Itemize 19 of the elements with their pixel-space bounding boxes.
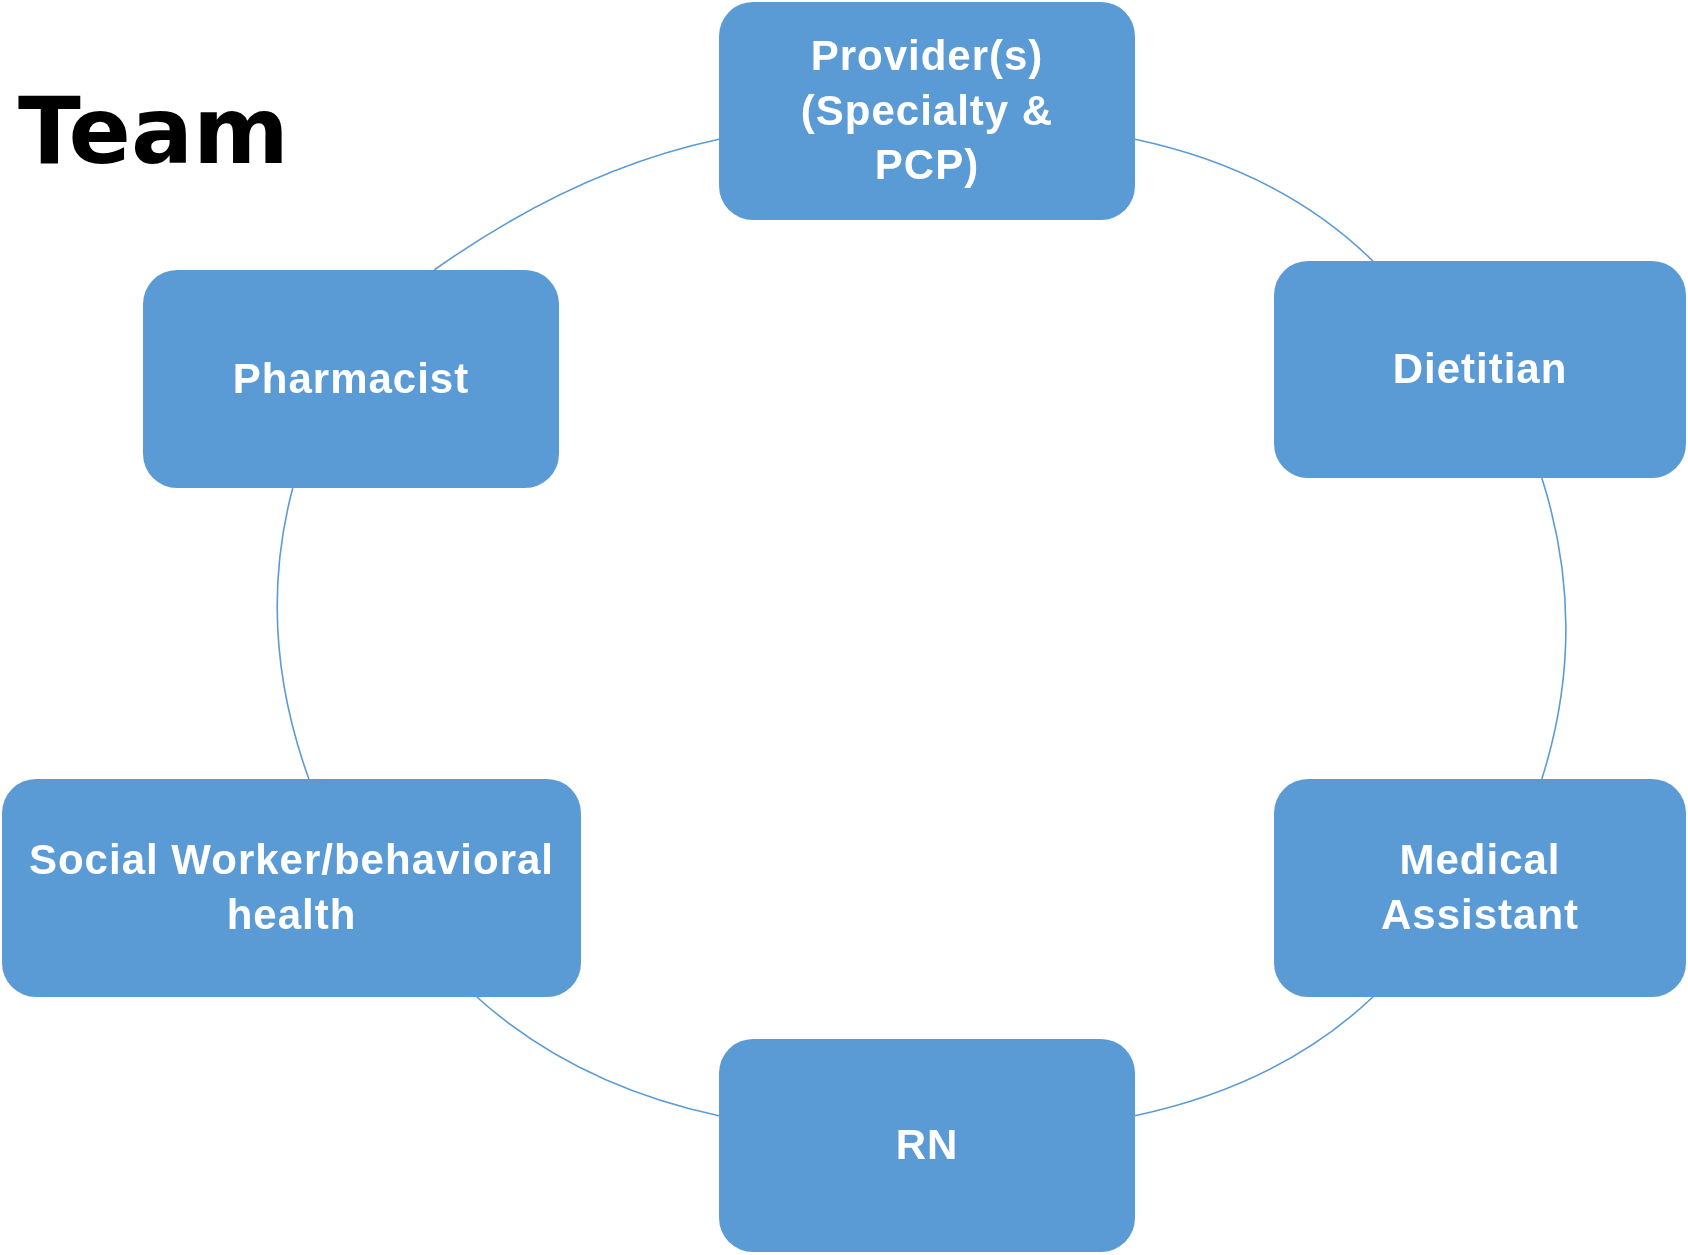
- role-box: [143, 270, 559, 488]
- connector-line: [1134, 138, 1374, 262]
- role-label: Medical Assistant: [1379, 835, 1581, 940]
- role-label: RN: [895, 1120, 959, 1171]
- role-label: Pharmacist: [232, 353, 470, 404]
- role-box: [719, 2, 1135, 220]
- connector-line: [1541, 477, 1567, 780]
- connector-line: [433, 138, 720, 271]
- role-box: [2, 779, 581, 997]
- role-label: Provider(s) (Specialty & PCP): [799, 31, 1055, 191]
- role-box: [1274, 261, 1686, 478]
- role-label: Social Worker/behavioral health: [27, 835, 556, 940]
- connector-line: [276, 487, 310, 780]
- title: Team: [18, 78, 289, 185]
- role-box: [1274, 779, 1686, 997]
- connector-line: [475, 996, 720, 1117]
- role-label: Dietitian: [1392, 344, 1568, 395]
- role-box: [719, 1039, 1135, 1252]
- connector-line: [1134, 996, 1374, 1117]
